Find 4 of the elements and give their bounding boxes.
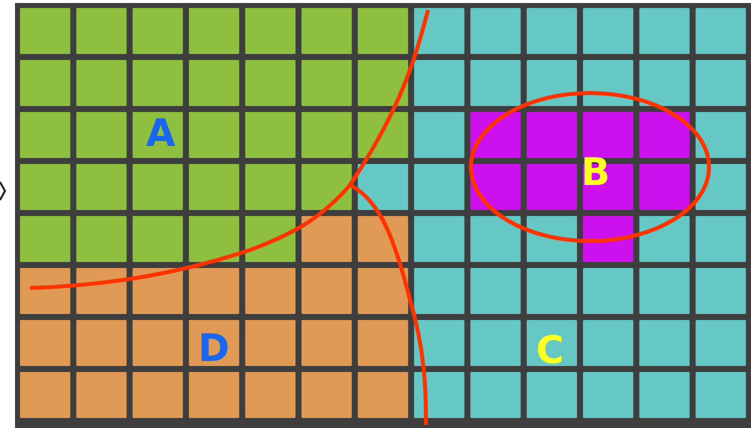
region-label: A xyxy=(146,113,176,153)
region-label: B xyxy=(581,152,610,192)
region-label: D xyxy=(198,328,230,368)
region-label: C xyxy=(536,330,564,370)
